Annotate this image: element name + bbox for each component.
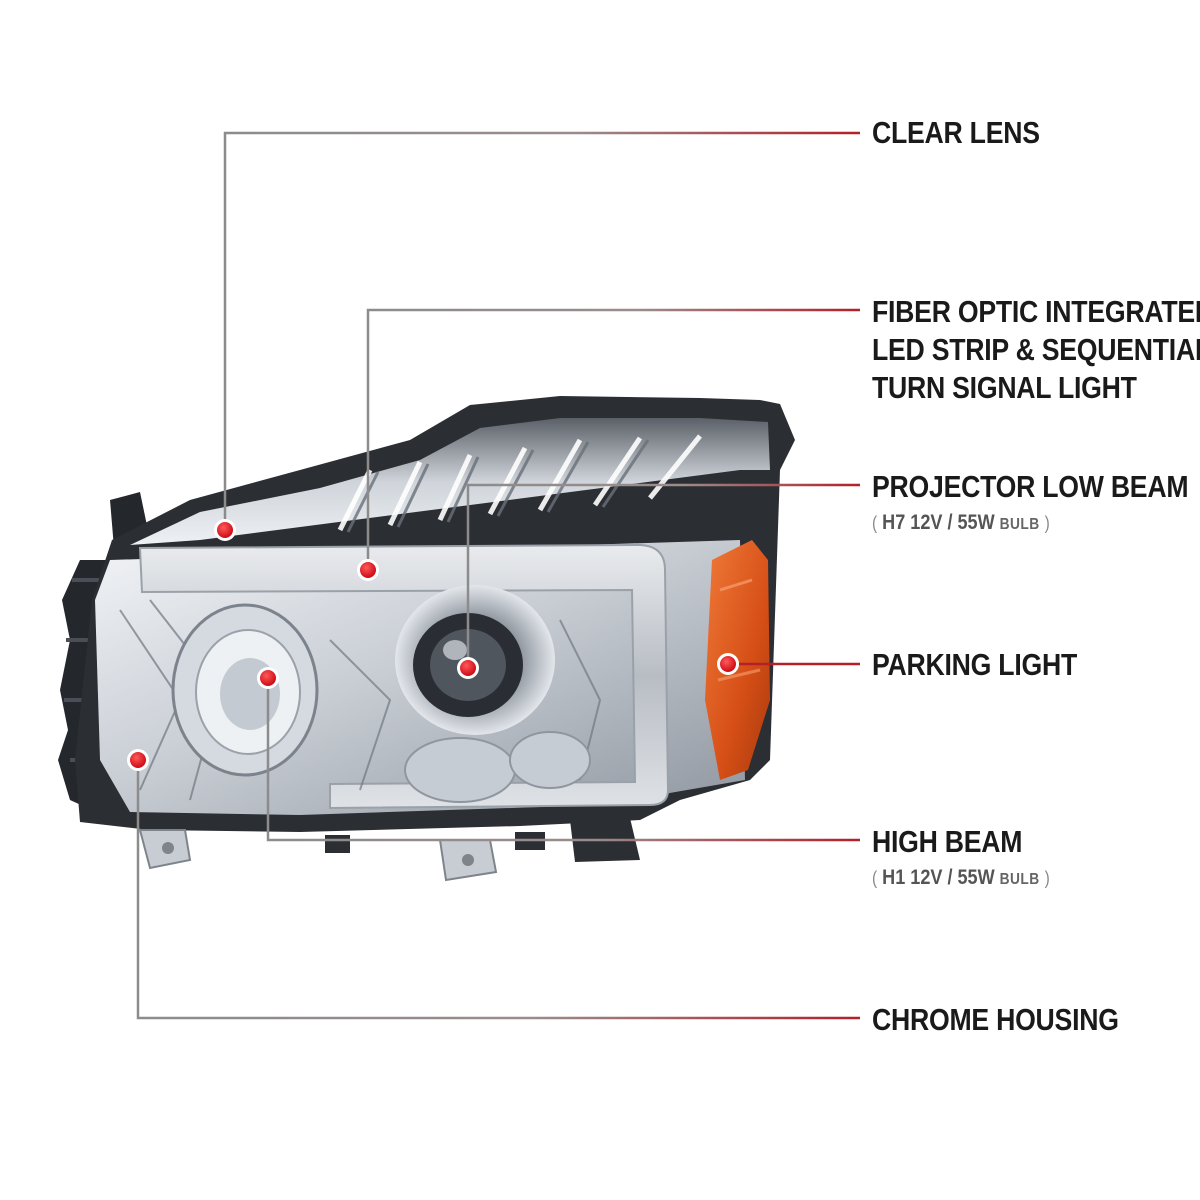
top-fins (337, 434, 702, 532)
high-beam-ring (171, 603, 319, 777)
bottom-clips (138, 818, 640, 882)
sub-spec: H1 12V / 55W (882, 866, 995, 889)
label-fiber-optic-line-1: FIBER OPTIC INTEGRATED (872, 294, 1200, 329)
sub-bulb: BULB (999, 516, 1040, 533)
headlight-assembly (58, 396, 795, 882)
top-ridge (130, 418, 770, 545)
label-clear-lens: CLEAR LENS (872, 115, 1040, 150)
label-projector-low-beam: PROJECTOR LOW BEAM (872, 469, 1189, 504)
lower-reflectors (404, 731, 591, 803)
sub-paren-close: ) (1044, 513, 1050, 533)
leader-clear-lens (223, 131, 860, 530)
label-chrome-housing: CHROME HOUSING (872, 1002, 1119, 1037)
leader-high-beam (266, 678, 860, 842)
leader-fiber-optic (366, 308, 860, 568)
marker-dots (127, 519, 739, 771)
sub-bulb: BULB (999, 871, 1040, 888)
sub-projector-low-beam: ( H7 12V / 55W BULB ) (872, 511, 1050, 537)
label-fiber-optic: FIBER OPTIC INTEGRATED LED STRIP & SEQUE… (872, 293, 1200, 407)
sub-paren-open: ( (872, 868, 878, 888)
sub-paren-close: ) (1044, 868, 1050, 888)
sub-high-beam: ( H1 12V / 55W BULB ) (872, 866, 1050, 892)
leader-lines (136, 131, 860, 1020)
label-parking-light: PARKING LIGHT (872, 647, 1077, 682)
led-strip (138, 543, 670, 810)
label-fiber-optic-line-2: LED STRIP & SEQUENTIAL (872, 332, 1200, 367)
sub-paren-open: ( (872, 513, 878, 533)
leader-chrome-housing (136, 760, 860, 1020)
label-high-beam: HIGH BEAM (872, 824, 1023, 859)
label-fiber-optic-line-3: TURN SIGNAL LIGHT (872, 370, 1137, 405)
sub-spec: H7 12V / 55W (882, 511, 995, 534)
rear-bracket-detail (64, 578, 100, 762)
leader-projector-low-beam (466, 483, 860, 668)
